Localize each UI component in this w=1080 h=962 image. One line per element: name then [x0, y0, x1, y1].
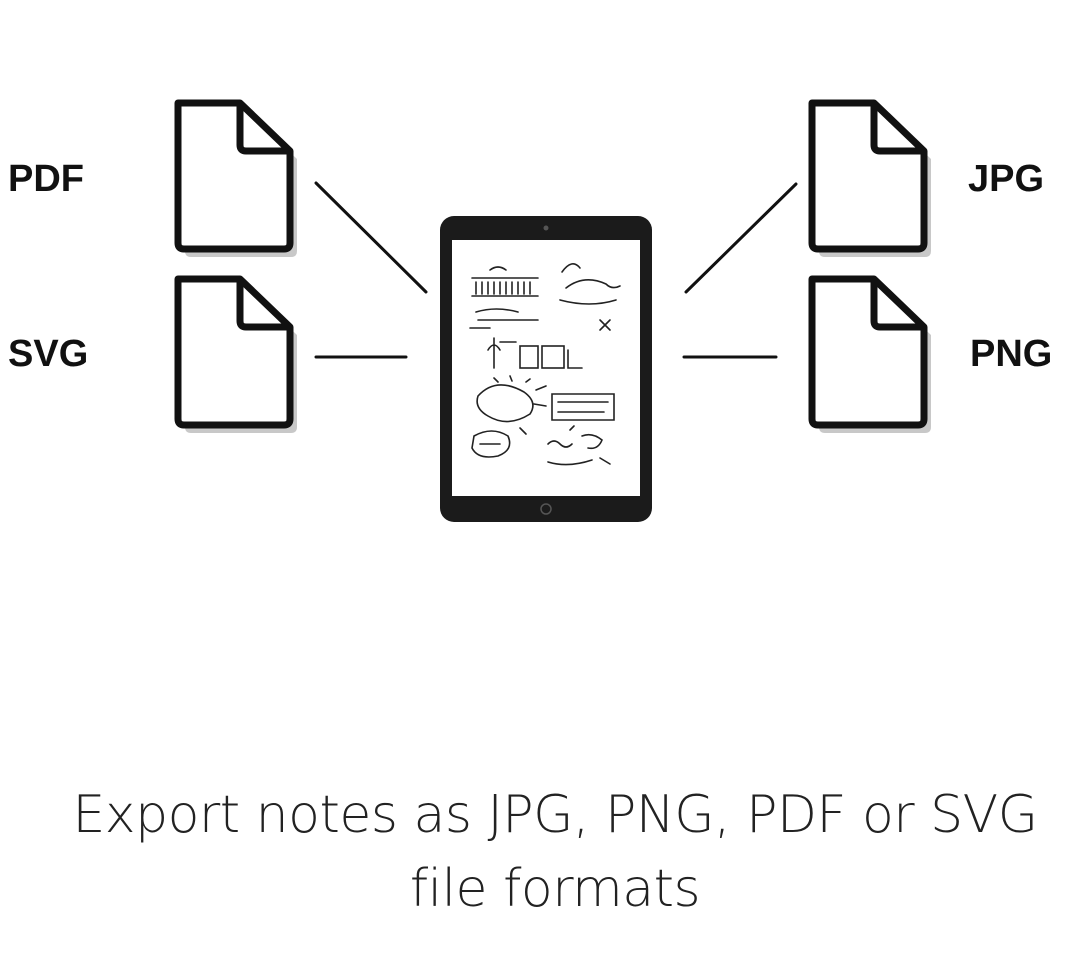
connector-lines [314, 181, 798, 359]
format-label-png: PNG [970, 333, 1052, 375]
connector-pdf [314, 181, 428, 294]
format-label-pdf: PDF [8, 158, 84, 200]
connector-jpg [684, 182, 798, 294]
document-icon-pdf [178, 103, 297, 257]
format-label-svg: SVG [8, 333, 88, 375]
caption-line-2: file formats [409, 859, 701, 919]
document-icon-png [812, 279, 931, 433]
document-icon-svg [178, 279, 297, 433]
caption: Export notes as JPG, PNG, PDF or SVG fil… [0, 778, 1080, 926]
format-label-jpg: JPG [968, 158, 1044, 200]
document-icon-jpg [812, 103, 931, 257]
tablet-icon [440, 216, 652, 522]
sketch-notes [469, 263, 621, 466]
caption-line-1: Export notes as JPG, PNG, PDF or SVG [72, 785, 1038, 845]
